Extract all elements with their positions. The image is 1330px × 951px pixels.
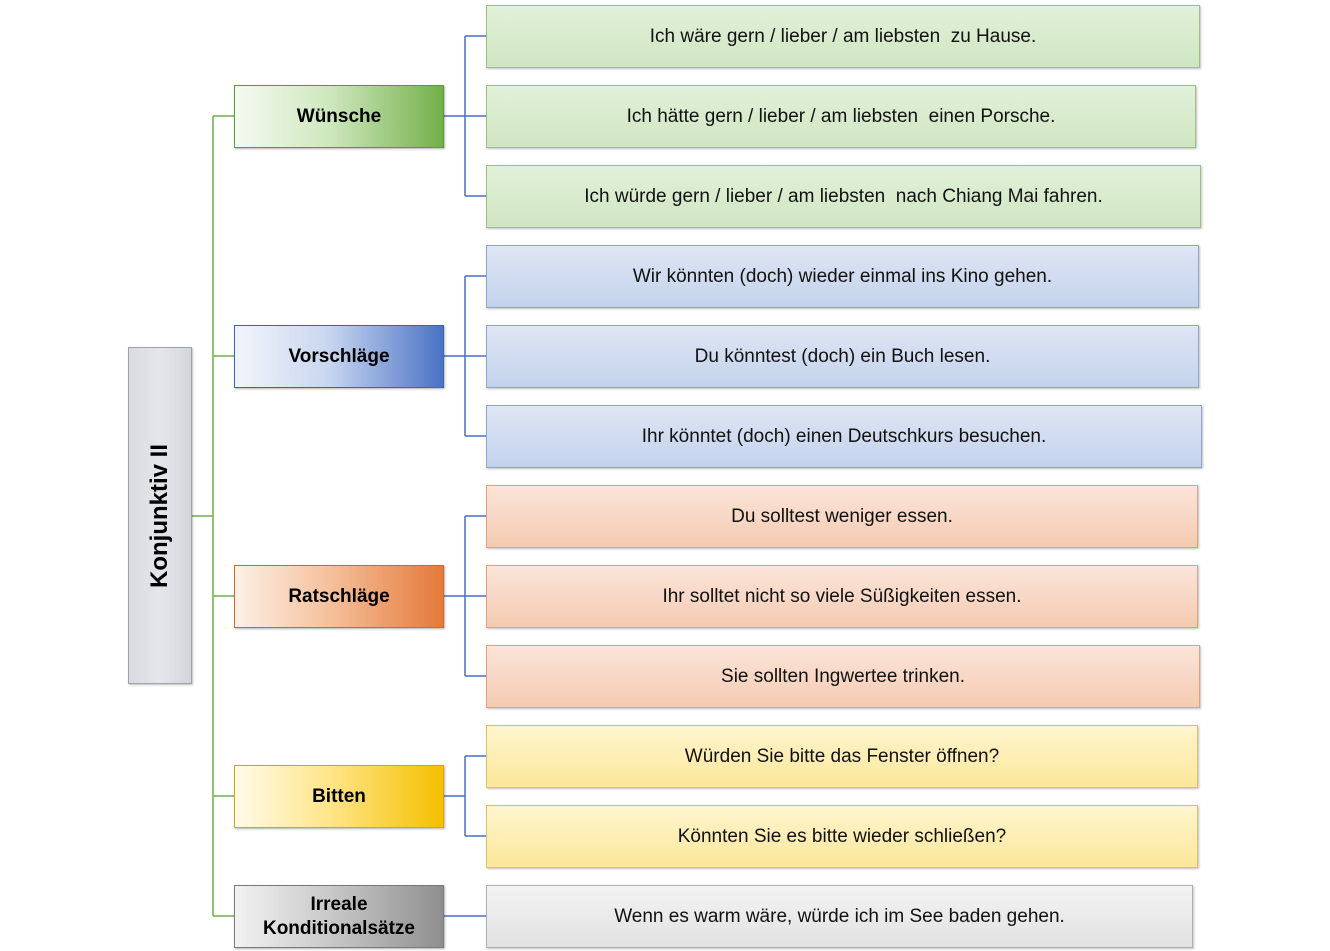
category-irreale-konditionalsaetze: Irreale Konditionalsätze [234,885,444,948]
category-label: Vorschläge [288,345,390,367]
category-wuensche: Wünsche [234,85,444,148]
example-sentence: Du könntest (doch) ein Buch lesen. [486,325,1199,388]
example-sentence: Sie sollten Ingwertee trinken. [486,645,1200,708]
example-sentence: Ich wäre gern / lieber / am liebsten zu … [486,5,1200,68]
example-sentence: Du solltest weniger essen. [486,485,1198,548]
example-sentence: Könnten Sie es bitte wieder schließen? [486,805,1198,868]
example-sentence: Ich würde gern / lieber / am liebsten na… [486,165,1201,228]
category-label-line-2: Konditionalsätze [262,917,415,939]
category-ratschlaege: Ratschläge [234,565,444,628]
example-sentence: Ich hätte gern / lieber / am liebsten ei… [486,85,1196,148]
category-label: Bitten [312,785,366,807]
example-sentence: Wir könnten (doch) wieder einmal ins Kin… [486,245,1199,308]
category-vorschlaege: Vorschläge [234,325,444,388]
root-node-konjunktiv-ii: Konjunktiv II [128,347,192,684]
category-label: Ratschläge [288,585,390,607]
category-label-line-1: Irreale [310,893,368,915]
category-label: Wünsche [296,105,382,127]
example-sentence: Ihr solltet nicht so viele Süßigkeiten e… [486,565,1198,628]
example-sentence: Wenn es warm wäre, würde ich im See bade… [486,885,1193,948]
example-sentence: Ihr könntet (doch) einen Deutschkurs bes… [486,405,1202,468]
root-label: Konjunktiv II [146,443,173,588]
example-sentence: Würden Sie bitte das Fenster öffnen? [486,725,1198,788]
category-bitten: Bitten [234,765,444,828]
